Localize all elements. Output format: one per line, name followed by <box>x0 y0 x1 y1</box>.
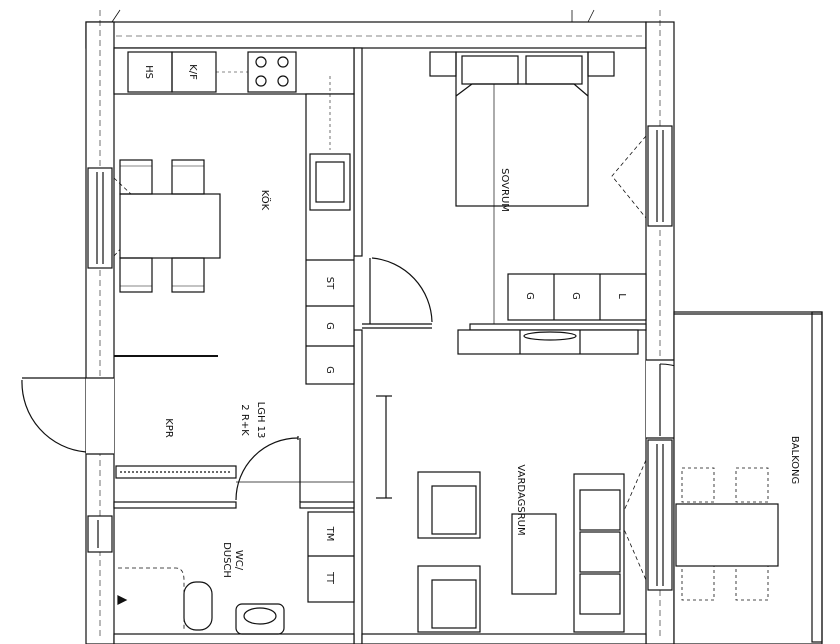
hall-closet-rail <box>115 465 237 479</box>
balcony <box>673 311 823 644</box>
right-window-living <box>619 439 673 591</box>
bedroom-small-tables <box>429 51 615 77</box>
room-label-living-room: VARDAGSRUM <box>515 464 526 535</box>
room-label-kitchen: KÖK <box>259 190 272 211</box>
kitchen-counter-top <box>113 47 355 95</box>
dining-table <box>119 159 221 293</box>
appliance-label-g-kitchen-2: G <box>324 366 335 374</box>
appliance-label-tt: TT <box>324 571 335 585</box>
living-room-furniture <box>376 395 625 633</box>
interior-walls <box>113 47 647 644</box>
room-labels: KÖK SOVRUM KPR WC/ DUSCH VARDAGSRUM BALK… <box>163 168 800 578</box>
appliance-label-hs: HS <box>143 65 154 79</box>
room-label-bathroom-line2: DUSCH <box>221 542 232 578</box>
unit-label-line2: 2 R+K <box>239 404 250 436</box>
appliance-label-kf: K/F <box>187 64 198 80</box>
appliance-labels: HS K/F ST G G G G L TM TT <box>143 64 627 585</box>
left-window-lower <box>87 515 113 553</box>
bathroom-fixtures <box>117 511 355 635</box>
entrance-door <box>21 377 114 455</box>
room-label-balcony: BALKONG <box>789 436 800 484</box>
appliance-label-tm: TM <box>324 526 335 542</box>
bathroom-door <box>235 436 299 501</box>
double-bed <box>455 51 589 324</box>
appliance-label-g-kitchen-1: G <box>324 322 335 330</box>
appliance-label-g-bedroom-2: G <box>570 292 581 300</box>
room-label-bedroom: SOVRUM <box>499 168 510 212</box>
appliance-label-g-bedroom-1: G <box>524 292 535 300</box>
wardrobes <box>457 273 647 355</box>
bedroom-door <box>369 257 433 324</box>
appliance-label-st: ST <box>324 277 335 290</box>
kitchen-counter-side <box>305 76 355 385</box>
appliance-label-l: L <box>616 293 627 299</box>
room-label-bathroom-line1: WC/ <box>233 550 244 571</box>
unit-label-line1: LGH 13 <box>255 402 266 439</box>
right-window-bedroom <box>611 125 673 227</box>
room-label-hall-closet: KPR <box>163 418 174 438</box>
